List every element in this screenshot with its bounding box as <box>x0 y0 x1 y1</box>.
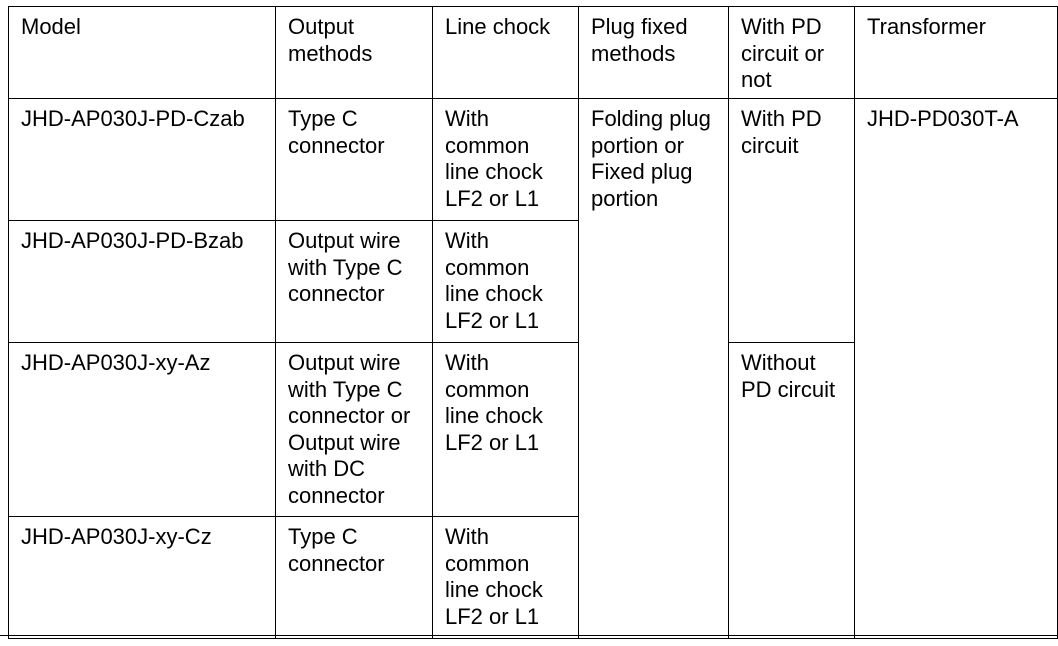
cell-model: JHD-AP030J-PD-Czab <box>8 98 276 221</box>
plug-fixed-methods-line: Folding plug <box>591 106 711 131</box>
header-with-pd-line: With PD <box>741 14 822 39</box>
header-with-pd: With PD circuit or not <box>728 6 855 99</box>
header-plug-fixed-methods-line: methods <box>591 40 676 66</box>
line-chock-line: With <box>445 228 489 253</box>
line-chock-line: line chock <box>445 159 543 184</box>
cell-without-pd-circuit: Without PD circuit <box>728 342 855 639</box>
header-with-pd-line: not <box>741 67 772 92</box>
bottom-rule <box>0 635 1058 636</box>
header-row: Model Output methods Line chock Plug fix… <box>8 6 1058 99</box>
line-chock-line: common <box>445 550 530 576</box>
header-output-methods-line: Output <box>288 14 355 39</box>
line-chock-line: With <box>445 106 489 131</box>
cell-output-methods: Type C connector <box>275 516 433 639</box>
line-chock-line: LF2 or L1 <box>445 603 540 629</box>
model-line: JHD-AP030J-PD-Bzab <box>21 228 244 253</box>
output-methods-line: Output wire <box>288 228 401 253</box>
header-plug-fixed-methods: Plug fixed methods <box>578 6 729 99</box>
with-pd-circuit-line: With PD <box>741 106 822 131</box>
header-line-chock: Line chock <box>432 6 579 99</box>
plug-fixed-methods-line: portion <box>591 185 659 211</box>
cell-model: JHD-AP030J-PD-Bzab <box>8 220 276 343</box>
cell-line-chock: With common line chock LF2 or L1 <box>432 220 579 343</box>
line-chock-line: line chock <box>445 403 543 428</box>
without-pd-circuit-line: PD circuit <box>741 376 836 402</box>
line-chock-line: common <box>445 132 530 158</box>
output-methods-line: Output wire <box>288 429 401 455</box>
table-row: JHD-AP030J-PD-Bzab Output wire with Type… <box>8 220 1058 343</box>
line-chock-line: line chock <box>445 281 543 306</box>
table-row: JHD-AP030J-xy-Cz Type C connector With c… <box>8 516 1058 639</box>
cell-plug-fixed-methods: Folding plug portion or Fixed plug porti… <box>578 98 729 639</box>
output-methods-line: with Type C <box>288 254 403 280</box>
output-methods-line: Type C <box>288 106 358 131</box>
model-line: JHD-AP030J-PD-Czab <box>21 106 245 131</box>
output-methods-line: connector or <box>288 403 411 428</box>
line-chock-line: common <box>445 376 530 402</box>
table-row: JHD-AP030J-PD-Czab Type C connector With… <box>8 98 1058 639</box>
output-methods-line: with DC <box>288 456 366 481</box>
output-methods-line: connector <box>288 132 385 158</box>
line-chock-line: With <box>445 524 489 549</box>
cell-output-methods: Output wire with Type C connector or Out… <box>275 342 433 517</box>
header-transformer: Transformer <box>854 6 1058 99</box>
header-output-methods: Output methods <box>275 6 433 99</box>
output-methods-line: Output wire <box>288 350 401 375</box>
cell-line-chock: With common line chock LF2 or L1 <box>432 342 579 517</box>
spec-table: Model Output methods Line chock Plug fix… <box>8 6 1058 639</box>
model-line: JHD-AP030J-xy-Cz <box>21 524 212 549</box>
header-plug-fixed-methods-line: Plug fixed <box>591 14 688 39</box>
header-line-chock-line: Line chock <box>445 14 551 39</box>
header-model-line: Model <box>21 14 81 39</box>
cell-line-chock: With common line chock LF2 or L1 <box>432 98 579 221</box>
header-output-methods-line: methods <box>288 40 373 66</box>
cell-output-methods: Output wire with Type C connector <box>275 220 433 343</box>
line-chock-line: With <box>445 350 489 375</box>
output-methods-line: Type C <box>288 524 358 549</box>
cell-transformer: JHD-PD030T-A <box>854 98 1058 639</box>
plug-fixed-methods-line: portion or <box>591 132 684 158</box>
model-line: JHD-AP030J-xy-Az <box>21 350 211 375</box>
cell-model: JHD-AP030J-xy-Cz <box>8 516 276 639</box>
line-chock-line: line chock <box>445 577 543 602</box>
cell-with-pd-circuit: With PD circuit <box>728 98 855 343</box>
plug-fixed-methods-line: Fixed plug <box>591 159 693 184</box>
cell-model: JHD-AP030J-xy-Az <box>8 342 276 517</box>
line-chock-line: LF2 or L1 <box>445 307 540 333</box>
transformer-line: JHD-PD030T-A <box>867 106 1019 131</box>
line-chock-line: LF2 or L1 <box>445 429 540 455</box>
output-methods-line: connector <box>288 281 385 306</box>
header-with-pd-line: circuit or <box>741 40 825 66</box>
with-pd-circuit-line: circuit <box>741 132 799 158</box>
output-methods-line: connector <box>288 482 385 508</box>
line-chock-line: common <box>445 254 530 280</box>
output-methods-line: connector <box>288 550 385 576</box>
output-methods-line: with Type C <box>288 376 403 402</box>
cell-line-chock: With common line chock LF2 or L1 <box>432 516 579 639</box>
header-model: Model <box>8 6 276 99</box>
cell-output-methods: Type C connector <box>275 98 433 221</box>
line-chock-line: LF2 or L1 <box>445 185 540 211</box>
without-pd-circuit-line: Without <box>741 350 816 375</box>
header-transformer-line: Transformer <box>867 14 986 39</box>
table-row: JHD-AP030J-xy-Az Output wire with Type C… <box>8 342 1058 639</box>
